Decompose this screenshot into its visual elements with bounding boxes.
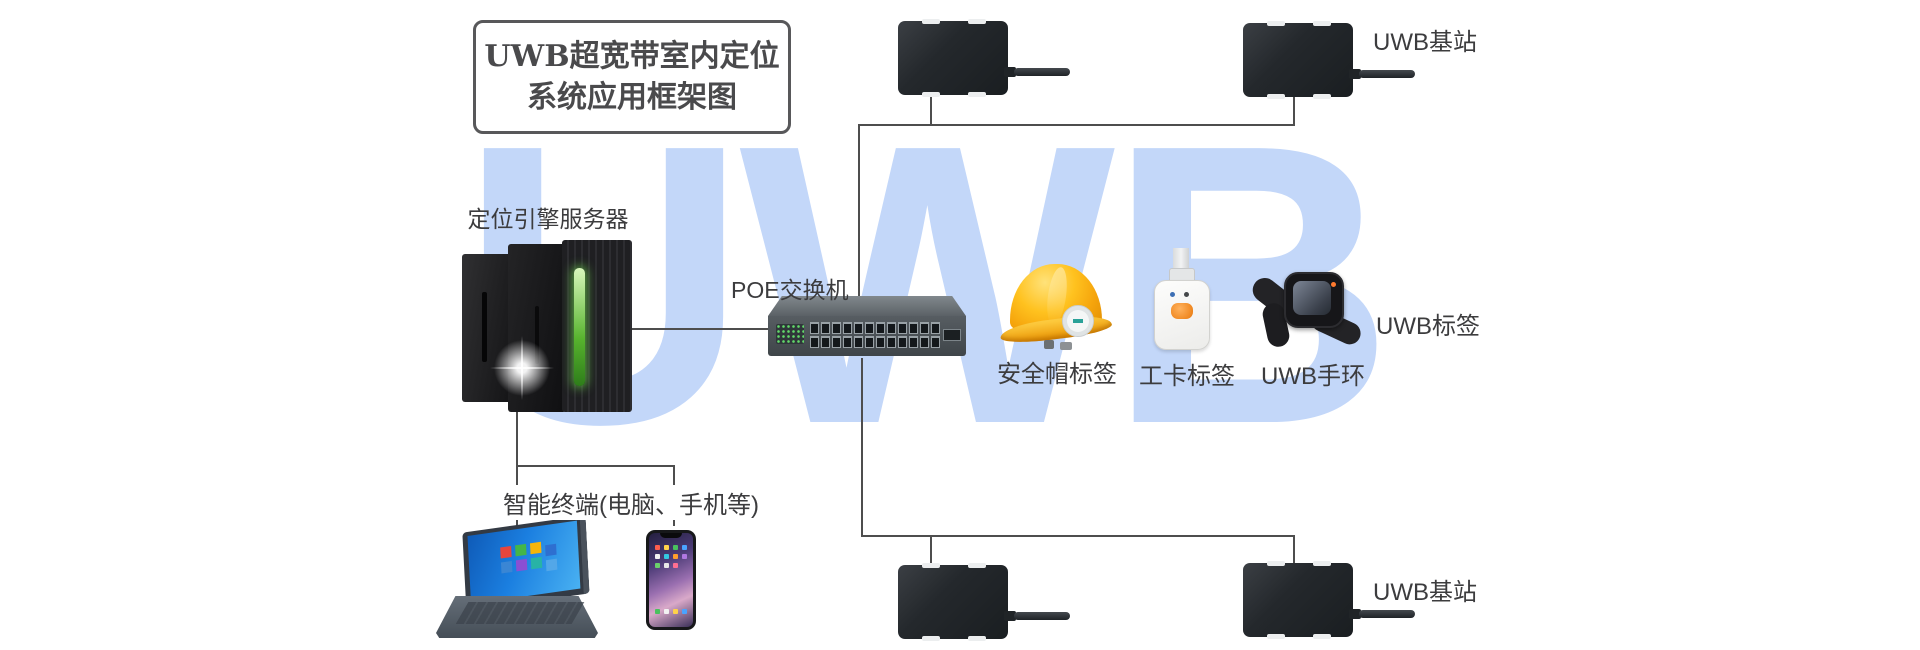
base-station-bottom-left-icon	[898, 562, 1070, 642]
antenna	[1359, 70, 1415, 78]
base-station-bottom-label: UWB基站	[1373, 579, 1477, 606]
server-icon	[462, 240, 632, 412]
base-station-bottom-right-icon	[1243, 560, 1415, 640]
connector-line-server-terminal	[516, 400, 518, 528]
connector-line-switch-up	[858, 124, 860, 300]
uwb-tag-group-label: UWB标签	[1376, 313, 1480, 340]
card-button	[1171, 303, 1193, 319]
connector-line-basestation-top-left	[930, 97, 932, 125]
switch-front-face	[768, 316, 966, 356]
connector-line-basestation-bottom-right	[1293, 535, 1295, 563]
helmet-uwb-disc	[1062, 305, 1094, 337]
title-line-1: UWB超宽带室内定位	[484, 38, 780, 74]
work-card-tag-icon	[1152, 248, 1210, 352]
smartphone-icon	[646, 530, 696, 630]
smart-terminal-label: 智能终端(电脑、手机等)	[498, 485, 764, 520]
server-right-panel	[562, 240, 632, 412]
switch-port-grid	[810, 322, 948, 350]
helmet-tag-label: 安全帽标签	[997, 361, 1117, 388]
uwb-wristband-label: UWB手环	[1261, 363, 1365, 390]
server-label: 定位引擎服务器	[467, 206, 629, 232]
connector-line-bottom-horizontal	[861, 535, 1295, 537]
connector-line-top-horizontal	[858, 124, 1295, 126]
base-station-top-left-icon	[898, 18, 1070, 98]
antenna	[1359, 610, 1415, 618]
title-line-2: 系统应用框架图	[527, 80, 737, 115]
title-box: UWB超宽带室内定位 系统应用框架图	[473, 20, 791, 134]
helmet-tag-icon	[999, 262, 1113, 354]
laptop-icon	[436, 515, 598, 642]
switch-sfp-port	[943, 329, 961, 341]
uwb-wristband-icon	[1247, 270, 1365, 352]
connector-line-switch-down	[861, 358, 863, 536]
base-station-top-label: UWB基站	[1373, 29, 1477, 56]
connector-line-server-switch	[598, 328, 773, 330]
server-lens-flare	[490, 336, 554, 400]
connector-line-basestation-top-right	[1293, 95, 1295, 125]
antenna	[1014, 68, 1070, 76]
connector-line-terminal-horizontal	[516, 465, 675, 467]
poe-switch-icon	[768, 296, 966, 358]
base-station-top-right-icon	[1243, 20, 1415, 100]
poe-switch-label: POE交换机	[731, 277, 849, 303]
work-card-tag-label: 工卡标签	[1139, 363, 1235, 390]
antenna	[1014, 612, 1070, 620]
connector-line-basestation-bottom-left	[930, 535, 932, 565]
switch-top-face	[768, 296, 966, 316]
switch-led-block	[776, 324, 804, 344]
